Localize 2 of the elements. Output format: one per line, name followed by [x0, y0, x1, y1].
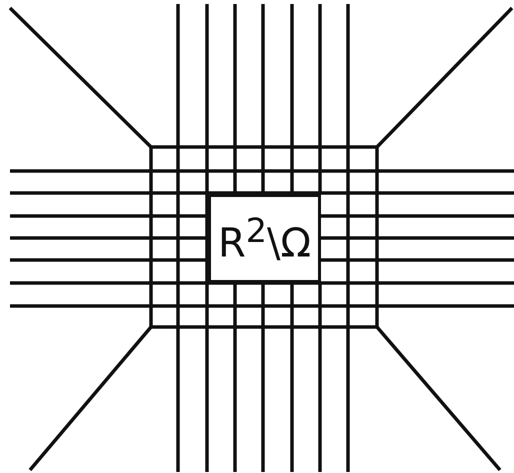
center-square — [208, 194, 321, 283]
set-notation: R$^{2}$\Ω — [218, 210, 312, 266]
